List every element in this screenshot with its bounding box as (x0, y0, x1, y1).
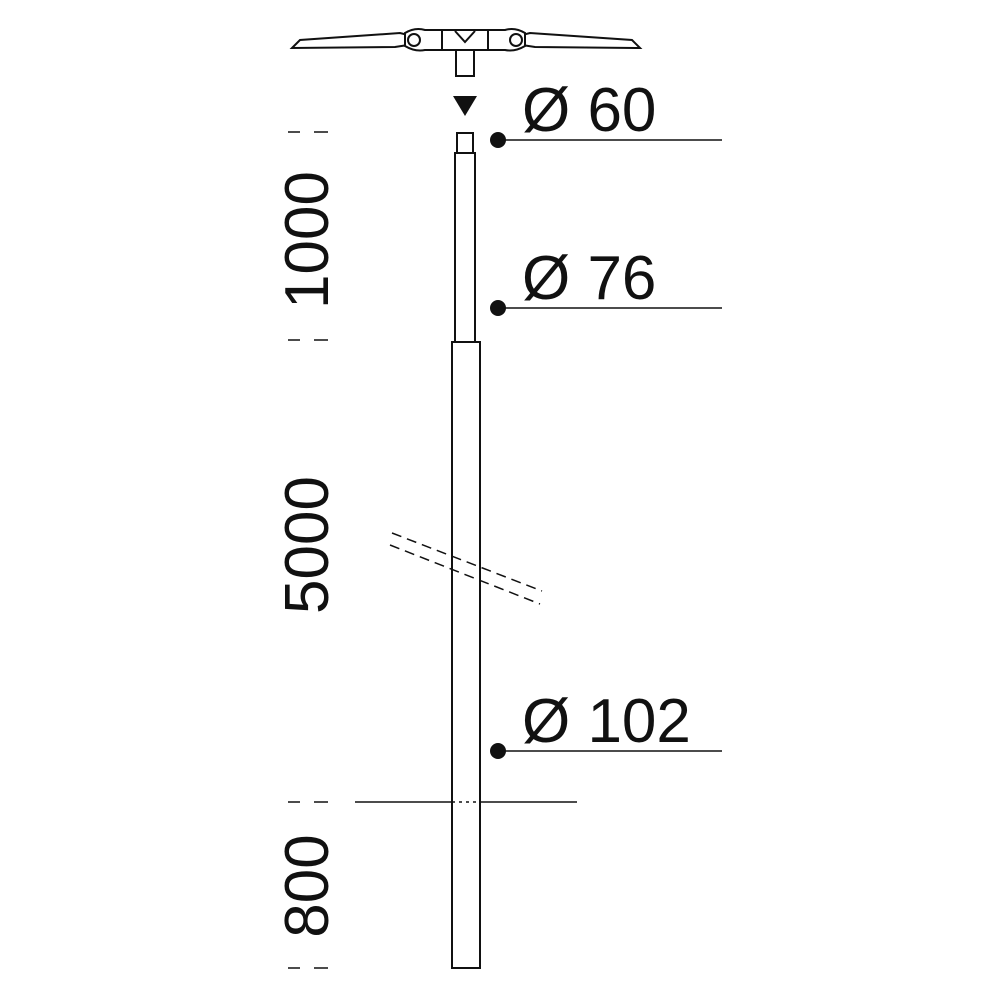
pole (451, 132, 481, 969)
callout-label: Ø 60 (522, 76, 656, 145)
callout-d76: Ø 76 (490, 244, 722, 316)
dimension-ticks (288, 131, 328, 969)
dimension-label-1000: 1000 (273, 171, 342, 309)
pole-spigot (456, 132, 474, 154)
callout-label: Ø 102 (522, 687, 691, 756)
pole-lower-segment (451, 341, 481, 969)
assembly-arrow-icon (453, 96, 477, 116)
dimension-label-5000: 5000 (273, 476, 342, 614)
pole-top-segment (454, 152, 476, 343)
break-lines (389, 532, 543, 605)
dimension-label-800: 800 (273, 834, 342, 937)
callout-d102: Ø 102 (490, 687, 722, 759)
callout-label: Ø 76 (522, 244, 656, 313)
callout-d60: Ø 60 (490, 76, 722, 148)
luminaire-head (289, 28, 643, 77)
